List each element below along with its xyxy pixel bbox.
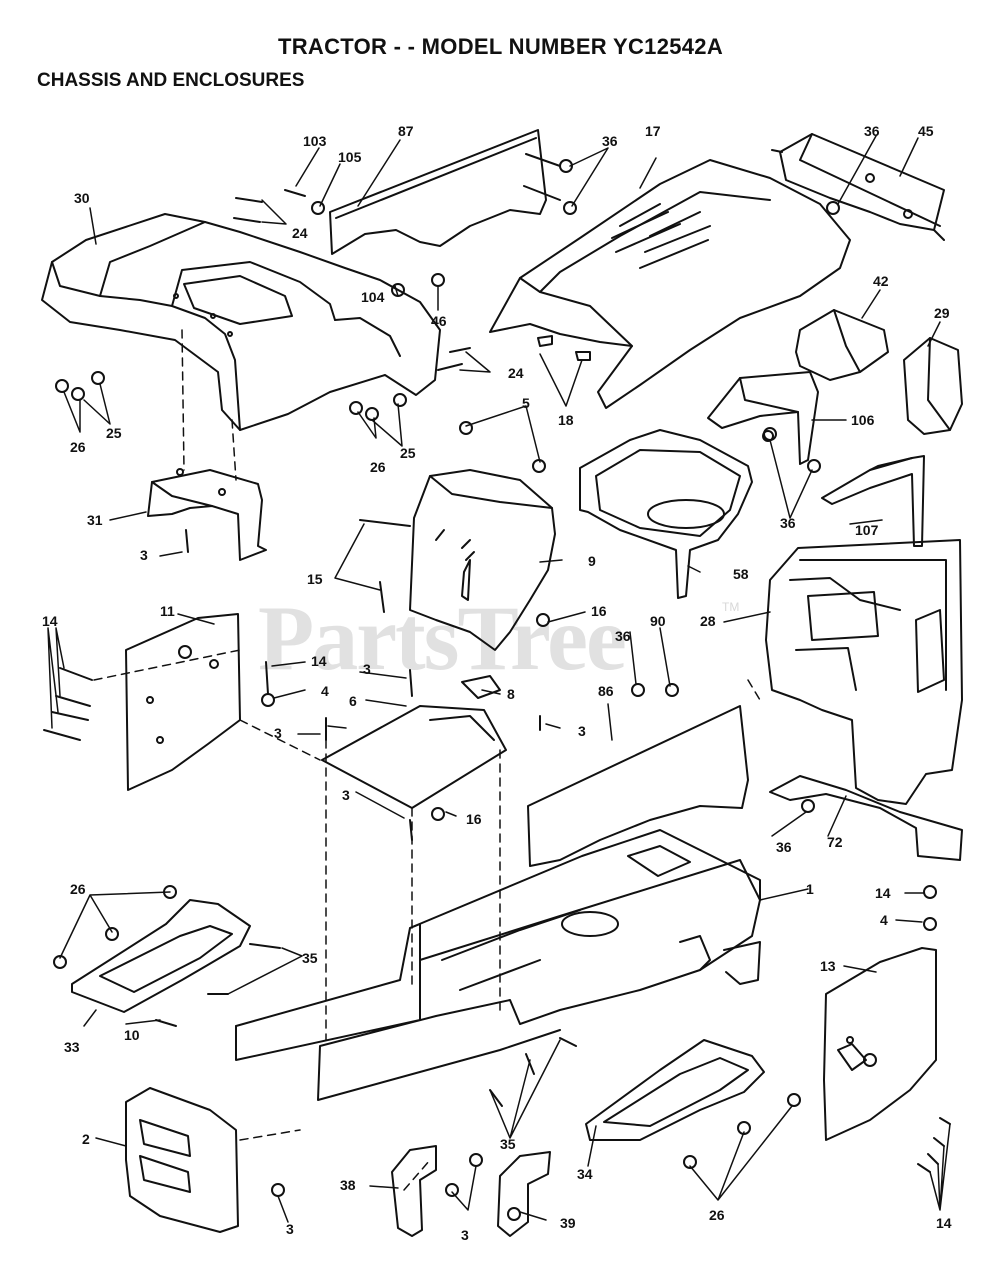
callout-26: 26 [70, 881, 86, 897]
part-72-bracket[interactable] [769, 775, 963, 861]
part-17-hood[interactable] [489, 159, 851, 409]
page-title: TRACTOR - - MODEL NUMBER YC12542A [277, 34, 724, 59]
callout-10: 10 [124, 1027, 140, 1043]
part-31-bracket[interactable] [147, 468, 267, 561]
callout-103: 103 [303, 133, 327, 149]
callout-24: 24 [508, 365, 524, 381]
callout-3: 3 [342, 787, 350, 803]
callout-14: 14 [936, 1215, 952, 1231]
part-1-main-frame[interactable] [235, 829, 761, 1101]
callout-2: 2 [82, 1131, 90, 1147]
callout-1: 1 [806, 881, 814, 897]
callout-25: 25 [400, 445, 416, 461]
callout-14: 14 [311, 653, 327, 669]
callout-38: 38 [340, 1177, 356, 1193]
callout-104: 104 [361, 289, 385, 305]
callout-106: 106 [851, 412, 875, 428]
callout-35: 35 [500, 1136, 516, 1152]
leader-lines [47, 135, 951, 1223]
callout-39: 39 [560, 1215, 576, 1231]
callout-36: 36 [602, 133, 618, 149]
part-86-side-panel[interactable] [527, 705, 749, 867]
callout-105: 105 [338, 149, 362, 165]
callout-35: 35 [302, 950, 318, 966]
part-29-cover[interactable] [903, 337, 963, 435]
part-38-bracket[interactable] [391, 1145, 437, 1237]
callout-46: 46 [431, 313, 447, 329]
part-30-rear-fender[interactable] [41, 213, 441, 431]
callout-4: 4 [321, 683, 329, 699]
callout-3: 3 [461, 1227, 469, 1243]
assembly-dashed-lines [93, 329, 761, 1191]
callout-58: 58 [733, 566, 749, 582]
callout-34: 34 [577, 1166, 593, 1182]
section-subtitle: CHASSIS AND ENCLOSURES [37, 70, 305, 91]
part-28-side-frame[interactable] [765, 539, 963, 805]
callout-3: 3 [578, 723, 586, 739]
callout-25: 25 [106, 425, 122, 441]
callout-17: 17 [645, 123, 661, 139]
callout-36: 36 [864, 123, 880, 139]
callout-8: 8 [507, 686, 515, 702]
part-42-dash-panel[interactable] [795, 309, 889, 381]
callout-5: 5 [522, 395, 530, 411]
callout-28: 28 [700, 613, 716, 629]
callout-26: 26 [370, 459, 386, 475]
callout-30: 30 [74, 190, 90, 206]
callout-6: 6 [349, 693, 357, 709]
callout-4: 4 [880, 912, 888, 928]
part-13-right-plate[interactable] [823, 947, 937, 1141]
callout-16: 16 [591, 603, 607, 619]
part-33-left-footrest[interactable] [71, 899, 251, 1013]
callout-29: 29 [934, 305, 950, 321]
part-45-bracket[interactable] [771, 133, 945, 241]
callout-11: 11 [160, 603, 175, 619]
part-9-dash-bracket[interactable] [409, 469, 556, 651]
callout-14: 14 [875, 885, 891, 901]
part-106-bracket[interactable] [707, 371, 819, 465]
callout-13: 13 [820, 958, 836, 974]
callout-3: 3 [274, 725, 282, 741]
callout-3: 3 [286, 1221, 294, 1237]
callout-3: 3 [140, 547, 148, 563]
callout-3: 3 [363, 661, 371, 677]
callout-26: 26 [709, 1207, 725, 1223]
part-34-right-footrest[interactable] [585, 1039, 765, 1141]
callout-26: 26 [70, 439, 86, 455]
part-6-plate[interactable] [321, 705, 507, 809]
callout-14: 14 [42, 613, 58, 629]
part-2-front-plate[interactable] [125, 1087, 239, 1233]
part-107-bracket[interactable] [821, 455, 925, 547]
callout-87: 87 [398, 123, 414, 139]
callout-36: 36 [776, 839, 792, 855]
callout-36: 36 [615, 628, 631, 644]
watermark-trademark: TM [722, 600, 740, 614]
callout-24: 24 [292, 225, 308, 241]
callout-72: 72 [827, 834, 843, 850]
callout-31: 31 [87, 512, 103, 528]
callout-36: 36 [780, 515, 796, 531]
part-87-side-panel[interactable] [329, 129, 547, 255]
callout-16: 16 [466, 811, 482, 827]
callout-33: 33 [64, 1039, 80, 1055]
callout-18: 18 [558, 412, 574, 428]
part-39-bracket[interactable] [497, 1151, 551, 1237]
callout-9: 9 [588, 553, 596, 569]
callout-45: 45 [918, 123, 934, 139]
hardware-fasteners [43, 153, 951, 1197]
watermark: PartsTree [258, 587, 627, 689]
callout-90: 90 [650, 613, 666, 629]
callout-107: 107 [855, 522, 879, 538]
callout-42: 42 [873, 273, 889, 289]
part-11-left-plate[interactable] [125, 613, 241, 791]
callout-86: 86 [598, 683, 614, 699]
part-58-seat-pan[interactable] [579, 429, 753, 599]
callout-15: 15 [307, 571, 323, 587]
